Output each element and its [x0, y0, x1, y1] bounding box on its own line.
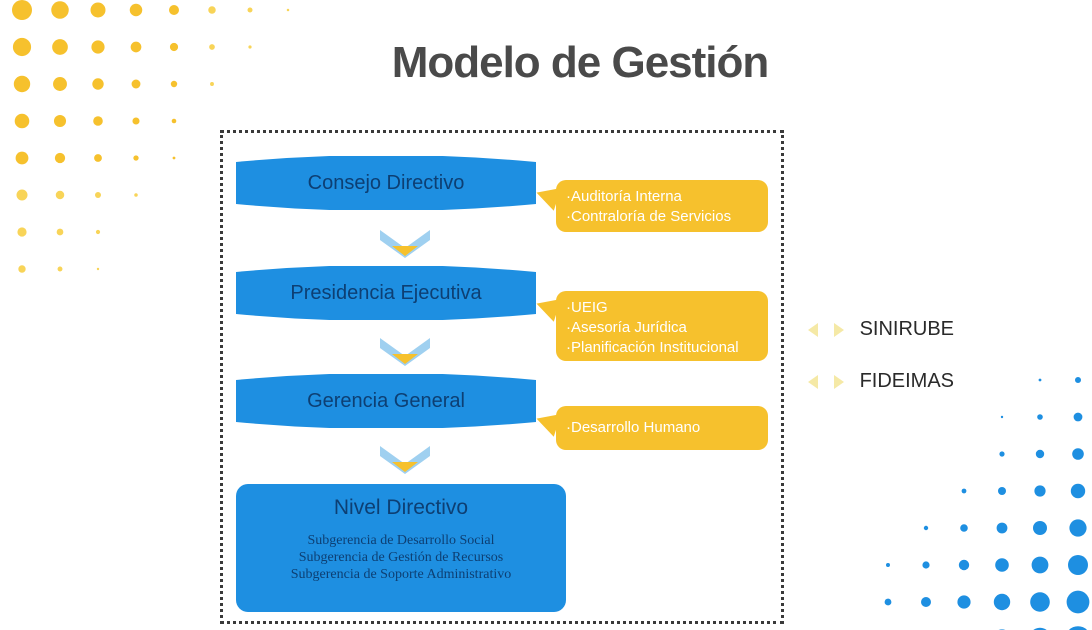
org-chart-frame [220, 130, 784, 624]
callout-gerencia-general: ·Desarrollo Humano [532, 406, 768, 450]
side-link-fideimas: FIDEIMAS [806, 370, 954, 400]
double-arrow-icon [808, 322, 844, 337]
callout-consejo-directivo: ·Auditoría Interna ·Contraloría de Servi… [532, 180, 768, 232]
side-link-sinirube: SINIRUBE [806, 318, 954, 348]
callout-item: ·Contraloría de Servicios [566, 208, 732, 225]
lens-shape [236, 266, 536, 320]
lens-shape [236, 374, 536, 428]
page-title: Modelo de Gestión [391, 38, 770, 87]
callout-item: ·Desarrollo Humano [566, 419, 701, 436]
callout-item: ·Auditoría Interna [566, 188, 682, 205]
chevron-down-icon [380, 446, 430, 474]
level-label: Presidencia Ejecutiva [290, 282, 482, 304]
level-presidencia-ejecutiva: Presidencia Ejecutiva [236, 266, 536, 320]
nivel-directivo-list: Subgerencia de Desarrollo Social Subgere… [236, 532, 566, 583]
chevron-down-icon [380, 230, 430, 258]
level-label: Consejo Directivo [307, 172, 465, 194]
callout-presidencia-ejecutiva: ·UEIG ·Asesoría Jurídica ·Planificación … [532, 291, 768, 361]
double-arrow-icon [808, 374, 844, 389]
nivel-directivo-item: Subgerencia de Desarrollo Social [307, 533, 495, 548]
side-link-label: SINIRUBE [859, 318, 955, 341]
nivel-directivo-title: Nivel Directivo [333, 496, 469, 519]
callout-item: ·Asesoría Jurídica [566, 319, 687, 336]
level-gerencia-general: Gerencia General [236, 374, 536, 428]
lens-shape [236, 156, 536, 210]
callout-item: ·Planificación Institucional [566, 339, 739, 356]
callout-item: ·UEIG [566, 299, 608, 316]
side-link-label: FIDEIMAS [859, 370, 955, 393]
chevron-down-icon [380, 338, 430, 366]
nivel-directivo-item: Subgerencia de Gestión de Recursos [298, 550, 504, 565]
level-label: Gerencia General [307, 390, 465, 412]
nivel-directivo-box: Nivel Directivo Subgerencia de Desarroll… [236, 484, 566, 612]
level-consejo-directivo: Consejo Directivo [236, 156, 536, 210]
nivel-directivo-item: Subgerencia de Soporte Administrativo [290, 567, 512, 582]
